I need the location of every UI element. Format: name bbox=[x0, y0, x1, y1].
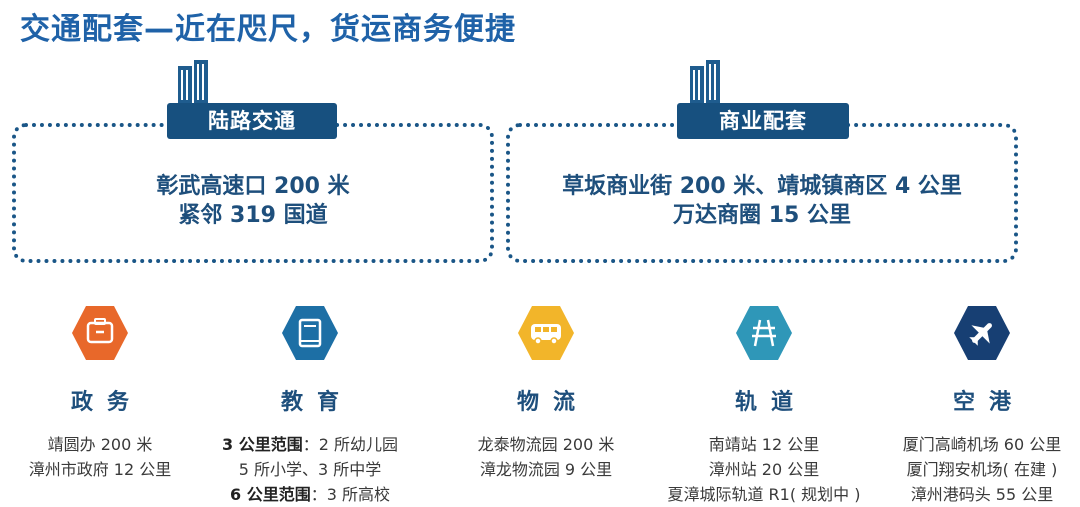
detail-line: 厦门高崎机场 60 公里 bbox=[902, 435, 1062, 454]
commerce-tag: 商业配套 bbox=[677, 103, 849, 139]
airplane-icon bbox=[954, 306, 1010, 360]
detail-text: ：3 所高校 bbox=[310, 485, 390, 504]
detail-line: 5 所小学、3 所中学 bbox=[238, 460, 382, 479]
detail-text: ：2 所幼儿园 bbox=[302, 435, 398, 454]
detail-line: 漳龙物流园 9 公里 bbox=[479, 460, 613, 479]
commerce-line-1: 草坂商业街 200 米、靖城镇商区 4 公里 bbox=[562, 174, 962, 199]
land-line-1: 彰武高速口 200 米 bbox=[156, 174, 350, 199]
rail-icon bbox=[736, 306, 792, 360]
category-education: 教育 3 公里范围：2 所幼儿园 5 所小学、3 所中学 6 公里范围：3 所高… bbox=[200, 306, 420, 507]
category-label: 物流 bbox=[516, 390, 589, 415]
briefcase-icon bbox=[72, 306, 128, 360]
category-logistics: 物流 龙泰物流园 200 米 漳龙物流园 9 公里 bbox=[436, 306, 656, 482]
category-label: 教育 bbox=[280, 390, 353, 415]
category-label: 政务 bbox=[70, 390, 143, 415]
detail-bold: 6 公里范围 bbox=[230, 485, 311, 504]
land-transport-panel: 彰武高速口 200 米 紧邻 319 国道 bbox=[12, 123, 494, 263]
land-line-2: 紧邻 319 国道 bbox=[178, 203, 328, 228]
category-airport: 空港 厦门高崎机场 60 公里 厦门翔安机场( 在建 ) 漳州港码头 55 公里 bbox=[872, 306, 1080, 507]
commerce-line-2: 万达商圈 15 公里 bbox=[673, 203, 851, 228]
detail-line: 厦门翔安机场( 在建 ) bbox=[906, 460, 1058, 479]
detail-line: 龙泰物流园 200 米 bbox=[477, 435, 615, 454]
category-government: 政务 靖圆办 200 米 漳州市政府 12 公里 bbox=[0, 306, 210, 482]
detail-bold: 3 公里范围 bbox=[222, 435, 303, 454]
building-icon bbox=[178, 60, 208, 104]
detail-line: 南靖站 12 公里 bbox=[708, 435, 820, 454]
category-label: 空港 bbox=[952, 390, 1025, 415]
land-transport-tag: 陆路交通 bbox=[167, 103, 337, 139]
detail-line: 漳州市政府 12 公里 bbox=[28, 460, 172, 479]
detail-line: 靖圆办 200 米 bbox=[47, 435, 153, 454]
bus-icon bbox=[518, 306, 574, 360]
detail-line: 夏漳城际轨道 R1( 规划中 ) bbox=[667, 485, 861, 504]
category-label: 轨道 bbox=[734, 390, 807, 415]
book-icon bbox=[282, 306, 338, 360]
category-rail: 轨道 南靖站 12 公里 漳州站 20 公里 夏漳城际轨道 R1( 规划中 ) bbox=[654, 306, 874, 507]
detail-line: 3 公里范围：2 所幼儿园 bbox=[200, 432, 420, 457]
detail-line: 漳州站 20 公里 bbox=[708, 460, 820, 479]
commerce-panel: 草坂商业街 200 米、靖城镇商区 4 公里 万达商圈 15 公里 bbox=[506, 123, 1018, 263]
building-icon bbox=[690, 60, 720, 104]
detail-line: 6 公里范围：3 所高校 bbox=[200, 482, 420, 507]
detail-line: 漳州港码头 55 公里 bbox=[910, 485, 1054, 504]
page-title: 交通配套—近在咫尺，货运商务便捷 bbox=[20, 12, 516, 47]
